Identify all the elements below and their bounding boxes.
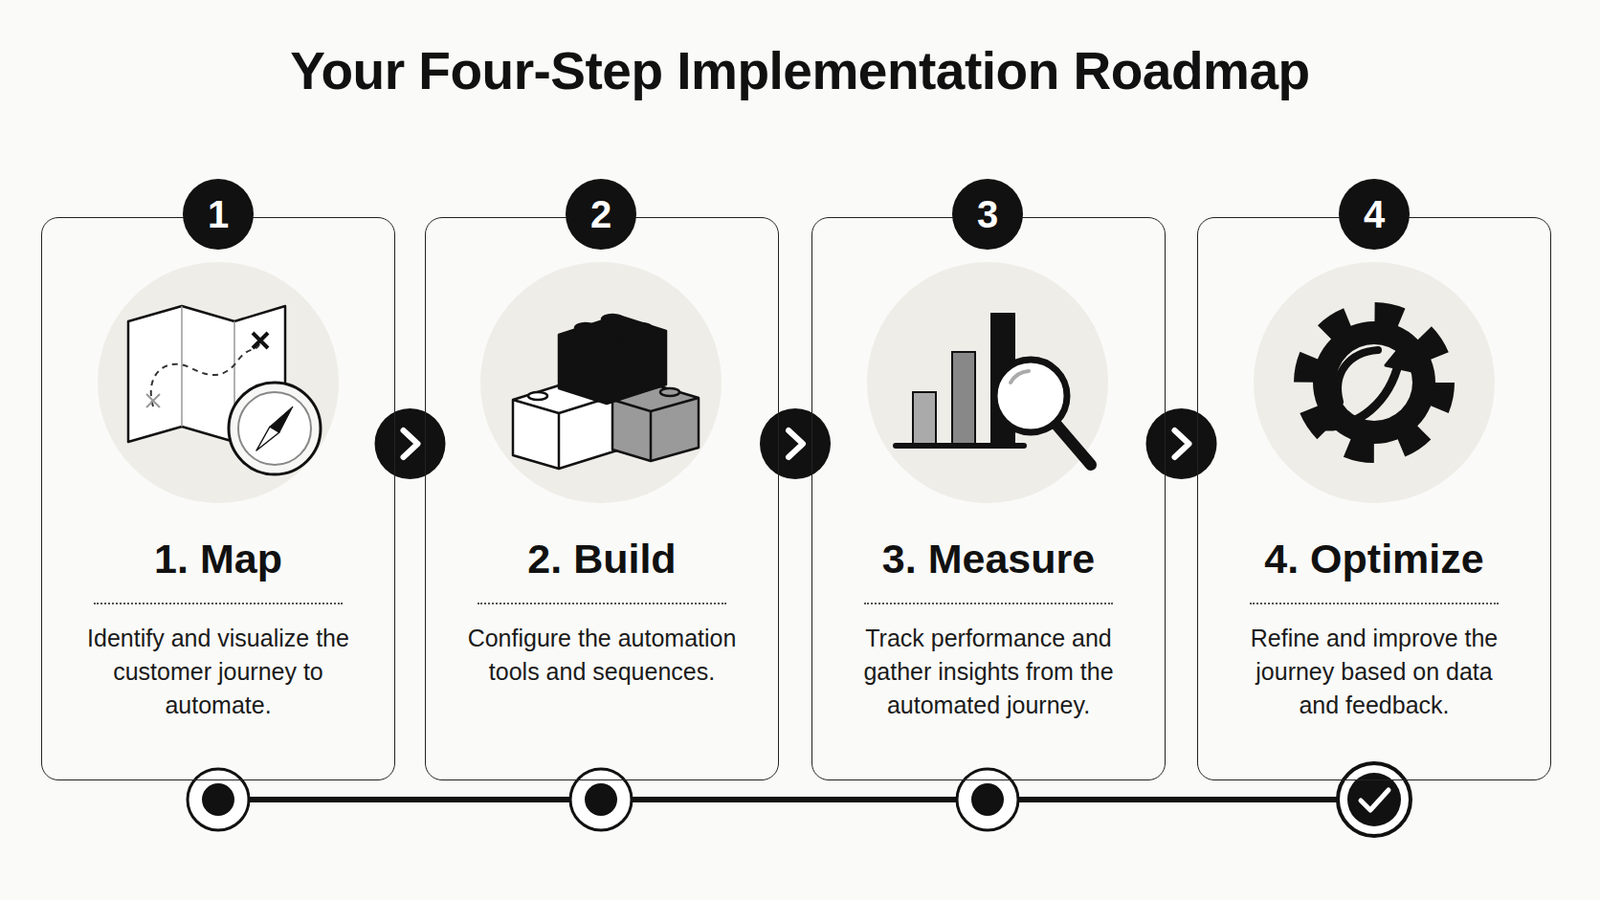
step-number: 2 — [590, 195, 612, 234]
bar — [952, 352, 976, 445]
bar — [912, 392, 936, 445]
timeline-dot — [971, 783, 1004, 817]
step-description: Refine and improve the journey based on … — [1235, 622, 1513, 723]
brick-studs — [528, 314, 680, 400]
step-description: Identify and visualize the customer jour… — [79, 622, 357, 723]
stud — [660, 388, 680, 397]
stud — [630, 323, 652, 334]
chart-axis — [895, 443, 1024, 449]
timeline — [187, 763, 1411, 837]
map-x-mark — [252, 333, 268, 349]
step-heading: 4. Optimize — [1249, 533, 1499, 605]
lens-glint — [1010, 371, 1029, 383]
step-description: Configure the automation tools and seque… — [463, 622, 741, 689]
chevron — [403, 430, 419, 458]
step-connector — [375, 408, 446, 480]
stud — [575, 323, 597, 334]
compass-body — [228, 382, 321, 475]
icon-backdrop — [1253, 262, 1495, 504]
step-number-badge: 1 — [182, 178, 254, 250]
step-number: 1 — [207, 195, 229, 234]
gear-body — [1312, 321, 1436, 445]
timeline-dot — [201, 783, 235, 817]
step-heading: 2. Build — [477, 533, 727, 605]
chevron-circle — [759, 408, 831, 480]
icon-backdrops — [97, 262, 1495, 504]
step-card: 4. OptimizeRefine and improve the journe… — [1197, 217, 1552, 781]
map-icon — [128, 306, 321, 475]
chevron — [1175, 430, 1190, 458]
map-x-mark — [146, 394, 160, 408]
step-description: Track performance and gather insights fr… — [849, 622, 1128, 723]
icon-backdrop — [480, 262, 722, 504]
black-brick — [558, 315, 667, 404]
timeline-ring — [1337, 763, 1411, 837]
stud — [528, 392, 548, 400]
step-number: 4 — [1363, 195, 1385, 234]
step-connector — [759, 408, 831, 480]
magnifier-lens — [994, 359, 1067, 433]
icon-backdrop — [866, 262, 1109, 504]
timeline-ring — [956, 769, 1019, 831]
chevron-circle — [1146, 408, 1218, 480]
timeline-ring — [570, 769, 632, 831]
chart-icon — [895, 313, 1091, 466]
gear-arc — [1337, 350, 1378, 402]
stud — [603, 332, 625, 342]
gear-arrowhead — [1385, 344, 1413, 372]
step-heading: 3. Measure — [864, 533, 1113, 605]
step-number-badge: 2 — [565, 178, 637, 250]
timeline-dot — [584, 783, 618, 817]
timeline-ring — [187, 769, 249, 831]
compass-needle — [256, 426, 280, 451]
checkmark — [1360, 790, 1389, 811]
brick-edges — [512, 394, 621, 469]
chevron — [788, 430, 803, 458]
step-number: 3 — [977, 195, 999, 234]
chevron-circle — [375, 408, 446, 480]
gear-teeth — [1305, 313, 1444, 452]
stud — [601, 314, 623, 325]
step-card: 3. MeasureTrack performance and gather i… — [811, 217, 1166, 781]
gear-arrow — [1322, 361, 1400, 427]
map-folds — [181, 306, 235, 443]
diagram-title: Your Four-Step Implementation Roadmap — [0, 40, 1600, 102]
step-number-badge: 4 — [1338, 178, 1410, 250]
icon-backdrop — [97, 262, 339, 504]
timeline-bar — [218, 797, 1375, 803]
bricks-icon — [512, 314, 699, 469]
brick-edges — [612, 398, 699, 462]
step-heading: 1. Map — [93, 533, 343, 605]
step-connector — [1146, 408, 1218, 480]
step-card: 2. BuildConfigure the automation tools a… — [424, 217, 779, 781]
compass-face — [238, 392, 312, 466]
timeline-check-disc — [1347, 773, 1401, 827]
step-card: 1. MapIdentify and visualize the custome… — [41, 217, 396, 781]
step-number-badge: 3 — [952, 178, 1023, 250]
gear-icon — [1305, 313, 1444, 452]
